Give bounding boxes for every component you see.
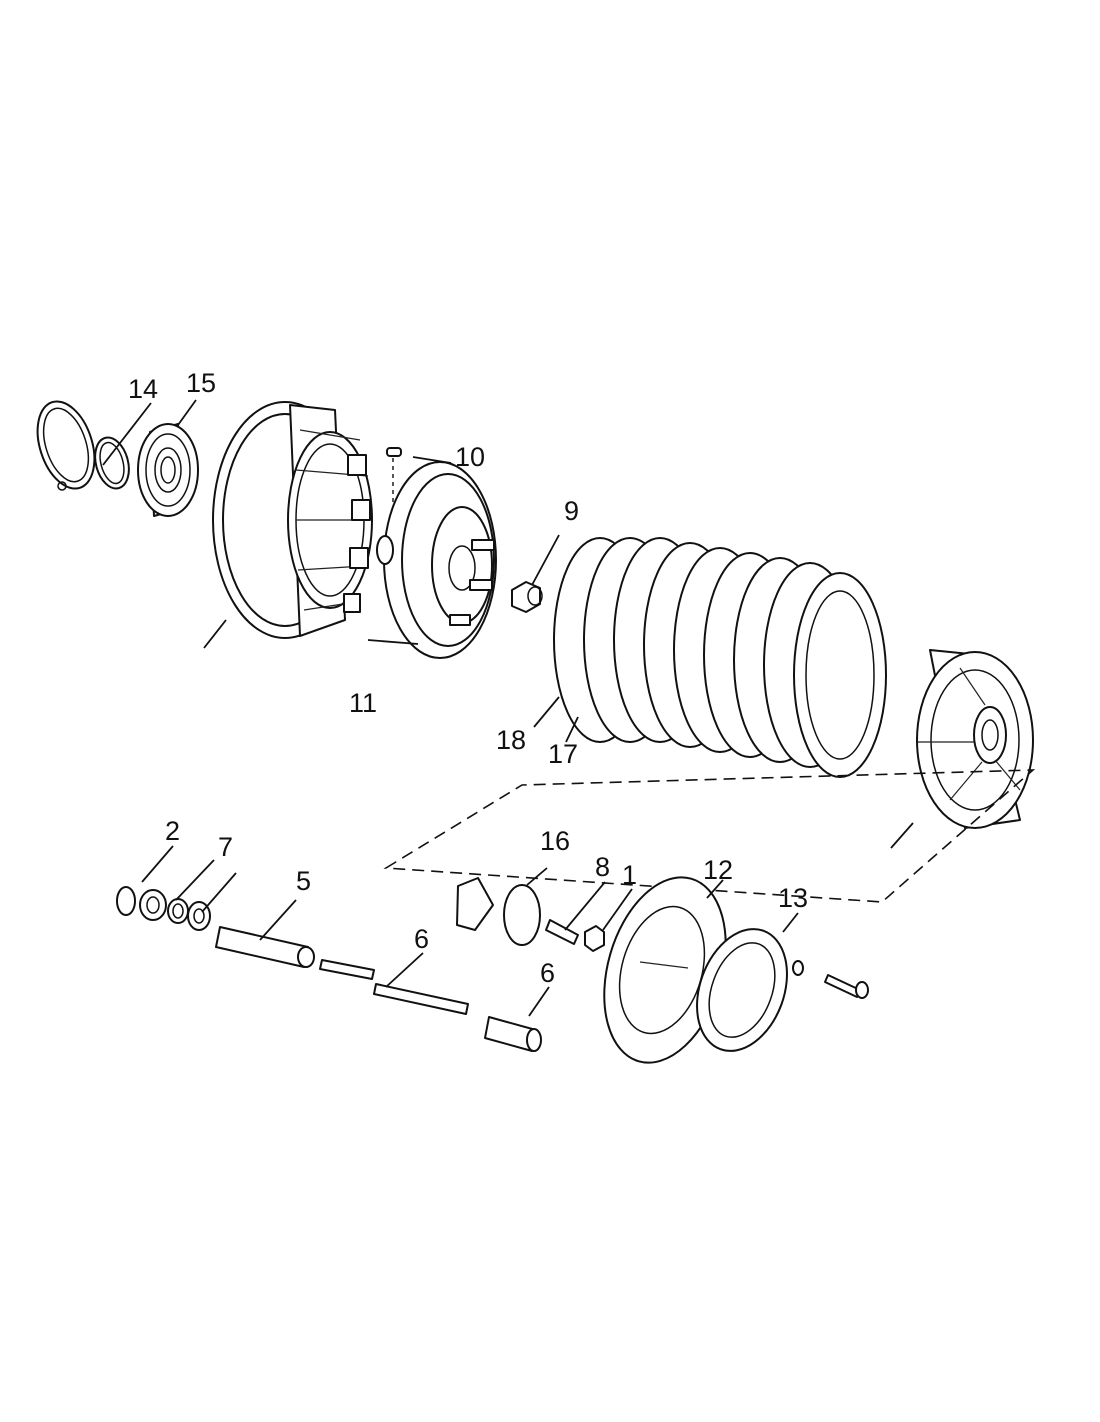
callout-12: 12	[703, 855, 733, 885]
pressure-plate	[916, 649, 1034, 829]
pushrod-sleeve	[215, 926, 315, 968]
callout-2: 2	[165, 816, 180, 846]
callout-1: 1	[622, 860, 637, 890]
push-rods	[319, 959, 542, 1052]
lower-left-small-parts	[116, 886, 211, 931]
callout-16: 16	[540, 826, 570, 856]
callout-9: 9	[564, 496, 579, 526]
callout-18: 18	[496, 725, 526, 755]
adjuster-screw-and-nut	[545, 919, 605, 952]
callout-8: 8	[595, 852, 610, 882]
callout-10: 10	[455, 442, 485, 472]
clutch-basket-sprocket	[212, 401, 373, 639]
large-circlip	[36, 400, 96, 491]
callout-5: 5	[296, 866, 311, 896]
callout-17: 17	[548, 739, 578, 769]
callout-14: 14	[128, 374, 158, 404]
bearing	[137, 423, 199, 517]
inner-hub	[376, 461, 497, 659]
gasket	[696, 928, 788, 1052]
callout-6-lower: 6	[540, 958, 555, 988]
callout-11: 11	[349, 688, 377, 718]
adjuster-plate-and-circlip	[456, 877, 541, 946]
clutch-plate-stack	[553, 537, 887, 778]
cover-disc	[603, 876, 727, 1064]
assembly-boundary	[383, 769, 1036, 903]
callout-7: 7	[218, 832, 233, 862]
callout-13: 13	[778, 883, 808, 913]
small-circlip	[94, 436, 130, 490]
callout-6-upper: 6	[414, 924, 429, 954]
hub-nut	[511, 581, 543, 613]
callout-15: 15	[186, 368, 216, 398]
cover-bolt	[792, 960, 869, 999]
